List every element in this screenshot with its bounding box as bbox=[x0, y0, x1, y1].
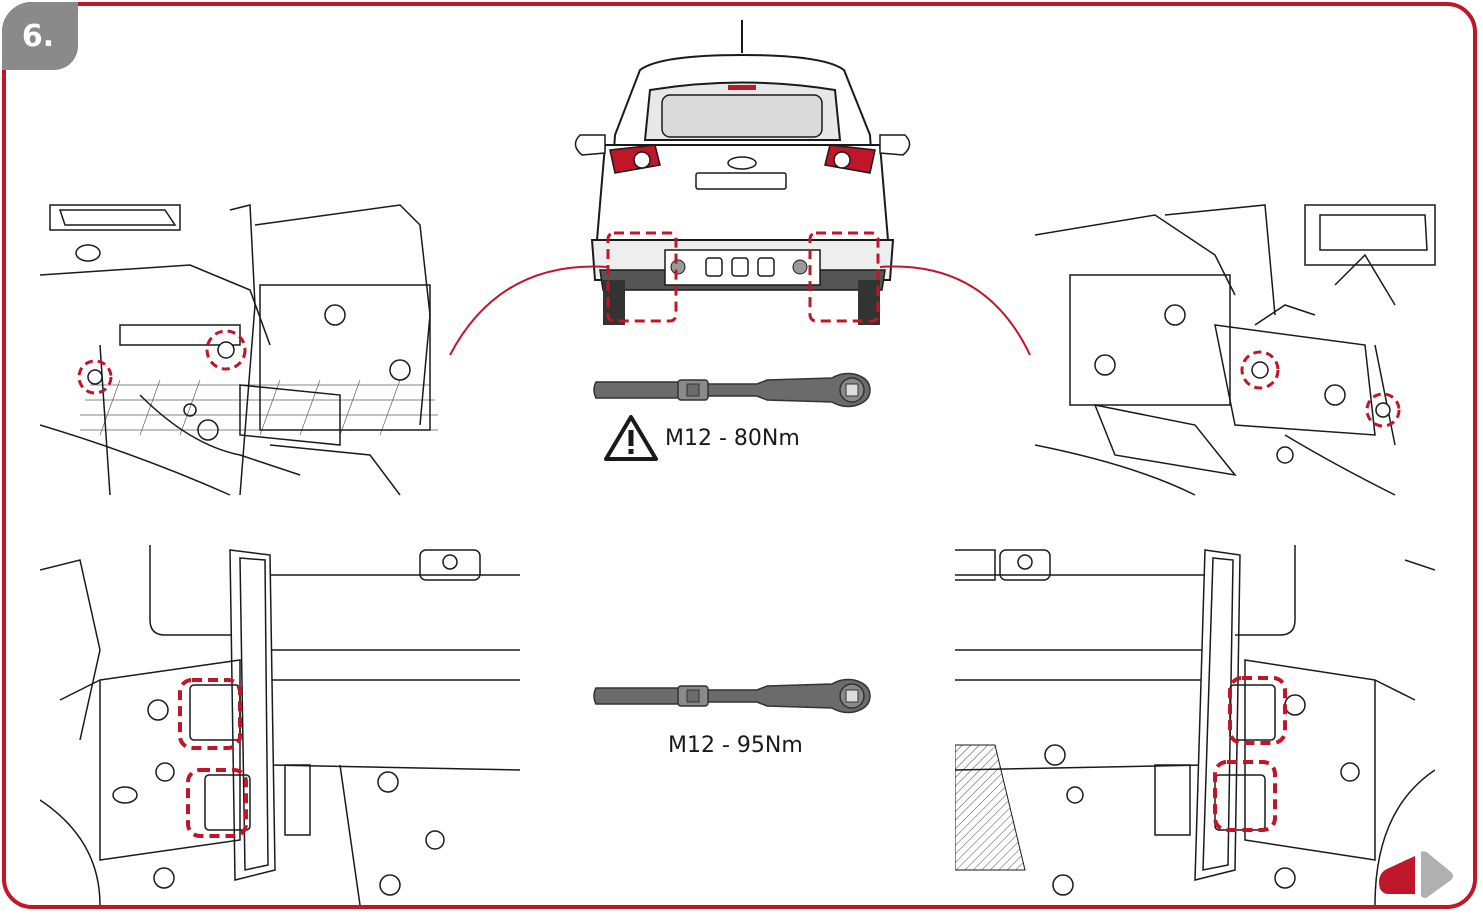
connector-lines bbox=[449, 265, 1031, 356]
torque-label-top: M12 - 80Nm bbox=[665, 426, 800, 451]
step-number: 6. bbox=[21, 18, 55, 54]
wrench-icon bbox=[593, 372, 871, 408]
detail-bottom-right bbox=[955, 540, 1435, 905]
step-number-badge: 6. bbox=[2, 2, 78, 70]
torque-label-bottom: M12 - 95Nm bbox=[668, 733, 803, 758]
warning-triangle-icon bbox=[604, 415, 658, 461]
detail-top-right bbox=[1035, 195, 1445, 510]
detail-bottom-left bbox=[40, 540, 520, 905]
detail-top-left bbox=[40, 195, 450, 510]
next-page-icon[interactable] bbox=[1375, 848, 1457, 900]
car-rear-illustration bbox=[570, 15, 915, 330]
wrench-icon bbox=[593, 678, 871, 714]
